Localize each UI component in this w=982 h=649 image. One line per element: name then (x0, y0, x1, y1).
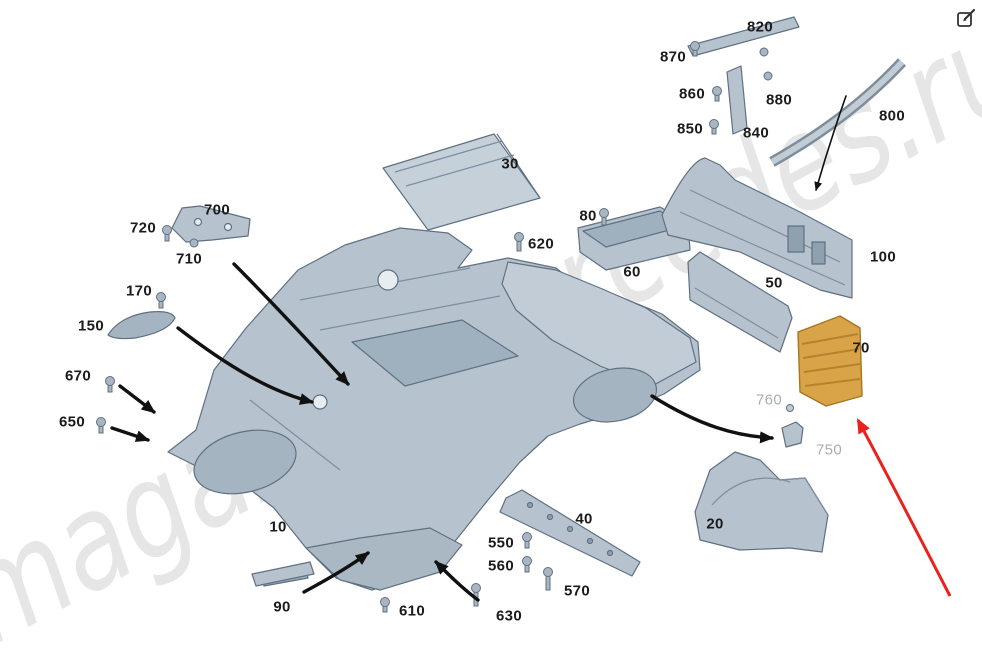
part-label-100[interactable]: 100 (870, 248, 896, 266)
part-label-700[interactable]: 700 (204, 201, 230, 219)
fastener-icons (96, 41, 794, 613)
edit-icon (957, 8, 976, 27)
part-70-shape-highlighted (797, 315, 863, 407)
part-40-shape (499, 489, 641, 577)
part-label-710[interactable]: 710 (176, 250, 202, 268)
part-10-shape (167, 227, 701, 591)
part-label-170[interactable]: 170 (126, 282, 152, 300)
part-label-630[interactable]: 630 (496, 607, 522, 625)
leader-arrows (110, 95, 847, 602)
part-label-570[interactable]: 570 (564, 582, 590, 600)
part-label-610[interactable]: 610 (399, 602, 425, 620)
part-label-550[interactable]: 550 (488, 534, 514, 552)
part-label-30[interactable]: 30 (501, 155, 519, 173)
part-label-40[interactable]: 40 (575, 510, 593, 528)
part-label-840[interactable]: 840 (743, 124, 769, 142)
part-750-shape (781, 421, 804, 448)
part-label-650[interactable]: 650 (59, 413, 85, 431)
part-label-620[interactable]: 620 (528, 235, 554, 253)
part-820-shape (687, 16, 800, 57)
part-label-20[interactable]: 20 (706, 515, 724, 533)
part-label-720[interactable]: 720 (130, 219, 156, 237)
part-label-750[interactable]: 750 (816, 441, 842, 459)
part-90-shape (251, 561, 315, 587)
part-label-870[interactable]: 870 (660, 48, 686, 66)
part-label-60[interactable]: 60 (623, 263, 641, 281)
edit-diagram-button[interactable] (954, 6, 978, 30)
part-30-shape (382, 133, 541, 231)
part-100-shape (661, 157, 853, 299)
part-label-670[interactable]: 670 (65, 367, 91, 385)
part-800-shape (769, 58, 907, 167)
part-label-880[interactable]: 880 (766, 91, 792, 109)
part-50-shape (687, 251, 793, 353)
part-20-shape (694, 451, 829, 553)
part-label-80[interactable]: 80 (579, 207, 597, 225)
part-label-90[interactable]: 90 (273, 598, 291, 616)
part-label-560[interactable]: 560 (488, 557, 514, 575)
part-label-820[interactable]: 820 (747, 18, 773, 36)
part-840-shape (726, 65, 748, 135)
red-pointer-arrow (856, 418, 952, 597)
part-label-150[interactable]: 150 (78, 317, 104, 335)
part-150-shape (107, 311, 176, 340)
part-label-70[interactable]: 70 (852, 339, 870, 357)
part-label-860[interactable]: 860 (679, 85, 705, 103)
part-label-850[interactable]: 850 (677, 120, 703, 138)
part-label-50[interactable]: 50 (765, 274, 783, 292)
part-label-800[interactable]: 800 (879, 107, 905, 125)
part-label-760[interactable]: 760 (756, 391, 782, 409)
part-label-10[interactable]: 10 (269, 518, 287, 536)
